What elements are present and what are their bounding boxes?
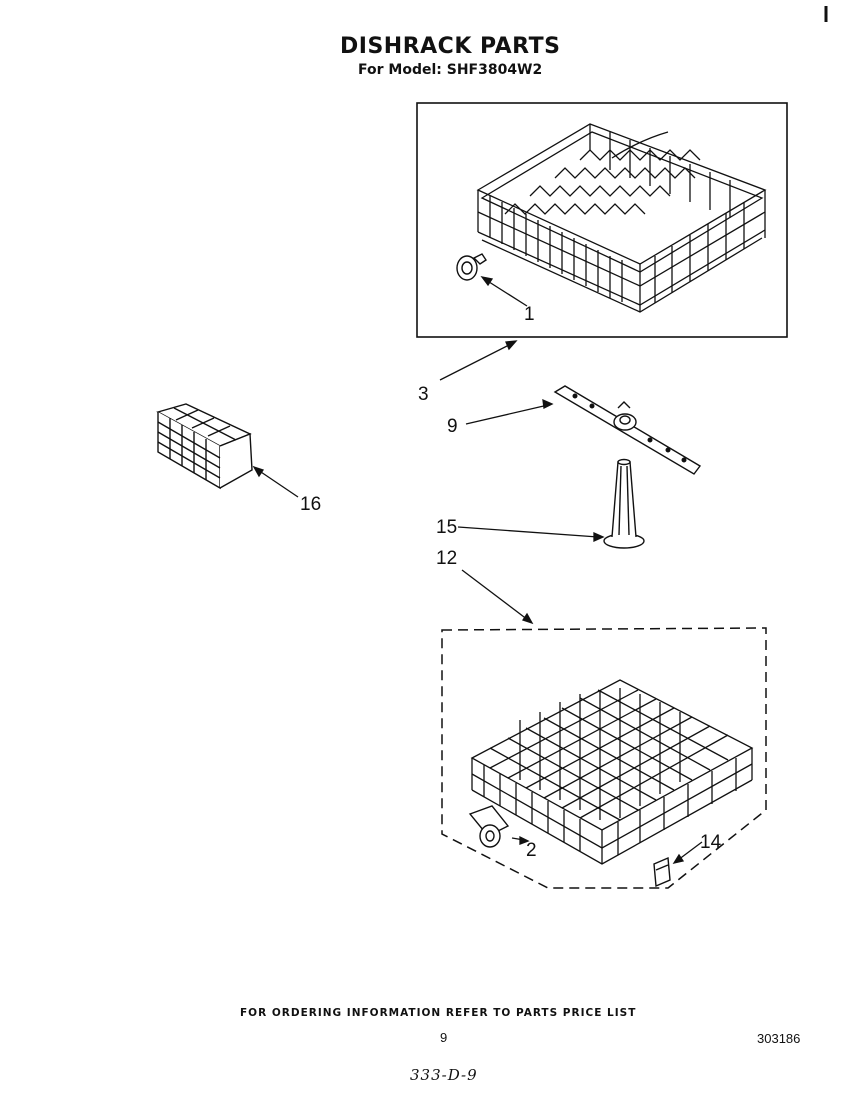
page-number: 9	[440, 1030, 448, 1045]
ordering-note: FOR ORDERING INFORMATION REFER TO PARTS …	[240, 1007, 637, 1019]
callout-arrow-12	[461, 569, 534, 625]
lower-rack-wheel	[468, 805, 510, 848]
upper-rack-frame	[416, 102, 788, 338]
callout-arrow-9	[465, 398, 554, 425]
spray-tower	[603, 458, 645, 549]
page-title: DISHRACK PARTS	[340, 34, 561, 59]
callout-label-3: 3	[418, 384, 429, 405]
callout-label-9: 9	[447, 416, 458, 437]
handwritten-code: 333-D-9	[410, 1066, 478, 1084]
model-subtitle: For Model: SHF3804W2	[358, 62, 543, 78]
lower-rack-frame	[441, 627, 767, 889]
callout-arrow-14	[672, 841, 703, 864]
rack-bumper	[653, 856, 671, 888]
upper-rack-wheel	[456, 253, 487, 281]
callout-arrow-16	[252, 465, 299, 498]
silverware-basket	[156, 403, 253, 490]
callout-arrow-15	[457, 526, 605, 543]
callout-label-12: 12	[436, 548, 457, 569]
callout-label-15: 15	[436, 517, 457, 538]
callout-arrow-3	[439, 340, 518, 381]
callout-label-16: 16	[300, 494, 321, 515]
callout-label-1: 1	[524, 304, 535, 325]
lower-rack	[470, 679, 754, 865]
callout-label-14: 14	[700, 832, 722, 853]
callout-arrow-2	[511, 835, 530, 845]
document-number: 303186	[757, 1031, 801, 1046]
upper-rack	[476, 123, 767, 313]
callout-arrow-1	[480, 276, 528, 307]
callout-label-2: 2	[526, 840, 537, 861]
spray-arm	[553, 385, 702, 475]
